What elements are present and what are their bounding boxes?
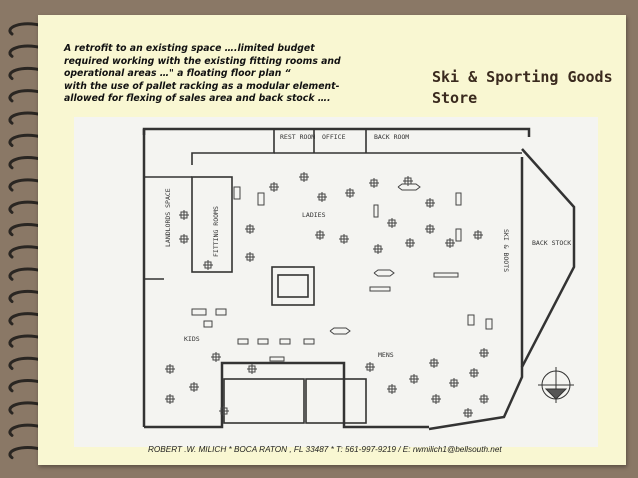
rack-fixture (425, 198, 435, 208)
rack-fixture (425, 224, 435, 234)
label-kids: KIDS (184, 335, 200, 343)
label-ski-boots: SKI & BOOTS (502, 229, 510, 272)
rack-fixture (387, 218, 397, 228)
rack-fixture (245, 224, 255, 234)
floor-plan: REST ROOM OFFICE BACK ROOM LANDLORDS SPA… (74, 117, 598, 447)
rack-fixture (179, 210, 189, 220)
intro-line: required working with the existing fitti… (64, 55, 341, 67)
north-arrow-icon (538, 367, 574, 403)
rack-fixture (373, 244, 383, 254)
rack-fixture (165, 394, 175, 404)
rack-fixture (345, 188, 355, 198)
display-table (467, 314, 475, 326)
rack-fixture (247, 364, 257, 374)
intro-text: A retrofit to an existing space ….limite… (64, 43, 394, 106)
label-rest-room: REST ROOM (280, 133, 315, 141)
fitting-rooms-block (191, 176, 233, 273)
label-back-stock: BACK STOCK (532, 239, 571, 247)
display-table (433, 272, 459, 278)
rack-fixture (445, 238, 455, 248)
rack-fixture (365, 362, 375, 372)
intro-line: with the use of pallet racking as a modu… (64, 80, 340, 92)
rack-fixture (387, 384, 397, 394)
rack-fixture (431, 394, 441, 404)
rack-fixture (479, 394, 489, 404)
rack-fixture (219, 406, 229, 416)
rack-fixture (179, 234, 189, 244)
contact-footer: ROBERT .W. MILICH * BOCA RATON , FL 3348… (148, 445, 502, 454)
display-table (191, 308, 207, 316)
display-table (257, 338, 269, 345)
rack-fixture (269, 182, 279, 192)
label-office: OFFICE (322, 133, 346, 141)
rack-fixture (429, 358, 439, 368)
display-table (269, 356, 285, 362)
rack-fixture (339, 234, 349, 244)
rack-fixture (315, 230, 325, 240)
display-table (233, 186, 241, 200)
rack-fixture (409, 374, 419, 384)
title-line: Ski & Sporting Goods (432, 68, 613, 86)
rack-fixture (369, 178, 379, 188)
display-table (373, 204, 379, 218)
floor-plan-drawing: REST ROOM OFFICE BACK ROOM LANDLORDS SPA… (142, 127, 576, 431)
rack-fixture (245, 252, 255, 262)
label-ladies: LADIES (302, 211, 326, 219)
arrow-fixture (373, 269, 395, 277)
south-room (305, 378, 367, 424)
intro-line: A retrofit to an existing space ….limite… (64, 43, 315, 54)
rack-fixture (405, 238, 415, 248)
rack-fixture (469, 368, 479, 378)
rack-fixture (203, 260, 213, 270)
rack-fixture (211, 352, 221, 362)
label-back-room: BACK ROOM (374, 133, 409, 141)
rack-fixture (299, 172, 309, 182)
display-table (237, 338, 249, 345)
rack-fixture (189, 382, 199, 392)
display-table (369, 286, 391, 292)
display-table (279, 338, 291, 345)
rack-fixture (473, 230, 483, 240)
checkout-counter (223, 378, 305, 424)
display-table (203, 320, 213, 328)
display-table (485, 318, 493, 330)
display-table (455, 192, 462, 206)
label-mens: MENS (378, 351, 394, 359)
store-title: Ski & Sporting Goods Store (432, 67, 622, 109)
display-table (303, 338, 315, 345)
back-stock-wall (428, 148, 576, 431)
display-table (215, 308, 227, 316)
top-rooms-wall (191, 129, 275, 165)
slide-page: A retrofit to an existing space ….limite… (38, 15, 626, 465)
title-line: Store (432, 89, 478, 107)
arrow-fixture (329, 327, 351, 335)
intro-line: operational areas …" a floating floor pl… (64, 68, 291, 80)
label-fitting-rooms: FITTING ROOMS (212, 206, 220, 257)
label-landlords-space: LANDLORDS SPACE (164, 188, 172, 247)
rack-fixture (479, 348, 489, 358)
south-wall (144, 361, 429, 429)
arrow-fixture (397, 183, 421, 191)
display-table (455, 228, 462, 242)
center-display-inner (277, 274, 309, 298)
rack-fixture (317, 192, 327, 202)
center-display (271, 266, 315, 306)
display-table (257, 192, 265, 206)
rack-fixture (463, 408, 473, 418)
rack-fixture (165, 364, 175, 374)
rack-fixture (449, 378, 459, 388)
intro-line: allowed for flexing of sales area and ba… (64, 93, 331, 105)
